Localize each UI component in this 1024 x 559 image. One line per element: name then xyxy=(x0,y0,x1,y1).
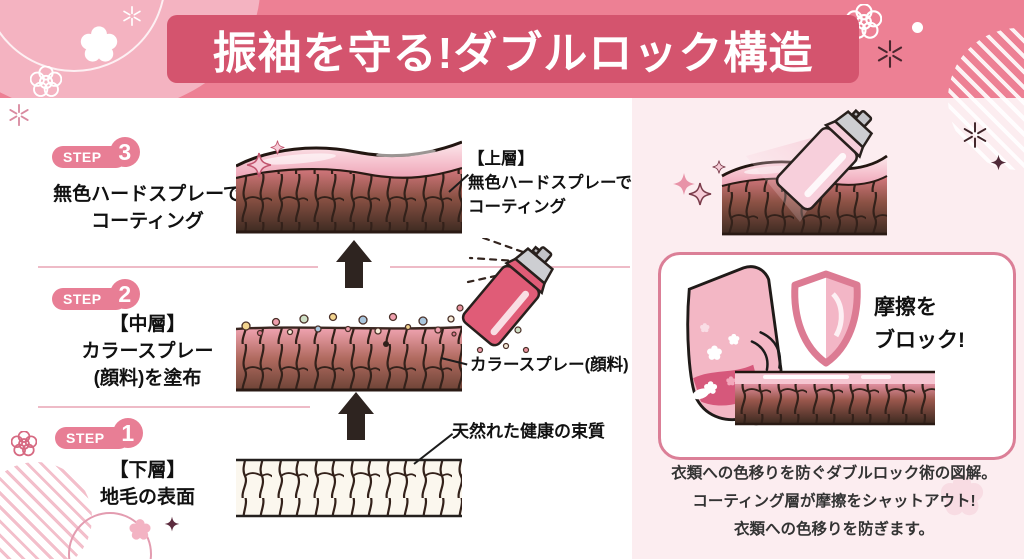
description-text: 衣類への色移りを防ぐダブルロック術の図解。 コーティング層が摩擦をシャットアウト… xyxy=(671,465,997,539)
sparkle-icon xyxy=(123,6,141,26)
sparkle-icon xyxy=(877,40,903,68)
divider xyxy=(38,406,310,408)
plum-flower-outline-icon xyxy=(30,66,62,97)
step3-badge: STEP 3 xyxy=(52,137,140,168)
color-spray-label: カラースプレー(顔料) xyxy=(470,356,629,374)
hard-spray-illustration xyxy=(688,108,1007,236)
natural-hair-label: 天然れた健康の束質 xyxy=(452,422,605,441)
divider xyxy=(38,266,318,268)
step1-badge: STEP 1 xyxy=(55,418,143,449)
plum-flower-icon xyxy=(80,26,118,62)
sparkle-icon xyxy=(164,516,180,532)
step1-badge-number: 1 xyxy=(113,418,143,448)
step3-layer-illustration xyxy=(236,140,462,234)
step3-badge-number: 3 xyxy=(110,137,140,167)
plum-flower-outline-icon xyxy=(11,431,37,457)
arrow-up-icon xyxy=(336,240,372,288)
plum-flower-icon xyxy=(129,519,151,540)
arrow-up-icon xyxy=(338,392,374,440)
step2-caption: 【中層】 カラースプレー (顔料)を塗布 xyxy=(81,314,214,389)
step1-layer-illustration xyxy=(236,458,462,518)
friction-block-title: 摩擦を ブロック! xyxy=(874,296,965,352)
page-title: 振袖を守る!ダブルロック構造 xyxy=(212,29,814,78)
step2-badge: STEP 2 xyxy=(52,279,140,310)
sparkle-icon xyxy=(9,104,29,126)
dot-decoration xyxy=(912,22,923,33)
step2-badge-word: STEP xyxy=(63,291,102,307)
color-spray-can-icon xyxy=(451,238,555,354)
step2-badge-number: 2 xyxy=(110,279,140,309)
step1-caption: 【下層】 地毛の表面 xyxy=(99,460,195,508)
title-banner: 振袖を守る!ダブルロック構造 xyxy=(167,15,859,83)
upper-layer-label: 【上層】 無色ハードスプレーで コーティング xyxy=(468,150,633,216)
shield-icon xyxy=(791,270,861,367)
step2-layer-illustration xyxy=(236,312,462,392)
step3-caption: 無色ハードスプレーで コーティング xyxy=(53,184,242,232)
step3-badge-word: STEP xyxy=(63,149,102,165)
coated-surface-illustration xyxy=(735,370,935,426)
motion-lines-icon xyxy=(750,331,782,372)
step1-badge-word: STEP xyxy=(66,430,105,446)
